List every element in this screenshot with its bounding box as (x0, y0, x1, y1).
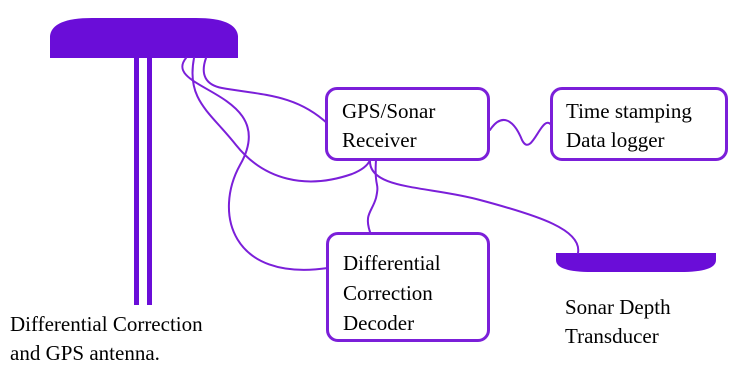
receiver-box (325, 87, 490, 161)
antenna-leg-left (134, 55, 139, 305)
receiver-label-line1: GPS/Sonar (342, 99, 436, 123)
logger-label-line2: Data logger (566, 128, 665, 152)
cable-receiver-to-transducer (368, 159, 580, 254)
logger-label-line1: Time stamping (566, 99, 692, 123)
logger-box (550, 87, 728, 161)
decoder-label-line2: Correction (343, 281, 433, 305)
decoder-label-line3: Decoder (343, 311, 415, 335)
cable-antenna-to-receiver-b (202, 57, 329, 125)
cable-receiver-to-logger (489, 118, 553, 146)
antenna-label-line2: and GPS antenna. (10, 341, 160, 365)
gps-antenna (50, 18, 238, 305)
decoder-box (326, 232, 490, 342)
receiver-label-line2: Receiver (342, 128, 417, 152)
cable-antenna-to-receiver-a (191, 57, 371, 183)
transducer-label-line1: Sonar Depth (565, 295, 671, 319)
antenna-leg-right (147, 55, 152, 305)
decoder-label-line1: Differential (343, 251, 441, 275)
transducer-dish (556, 253, 716, 272)
cable-antenna-to-decoder (181, 57, 329, 271)
cable-receiver-to-decoder (366, 159, 379, 233)
antenna-dome (50, 18, 238, 58)
antenna-label-line1: Differential Correction (10, 312, 203, 336)
transducer-label-line2: Transducer (565, 324, 659, 348)
